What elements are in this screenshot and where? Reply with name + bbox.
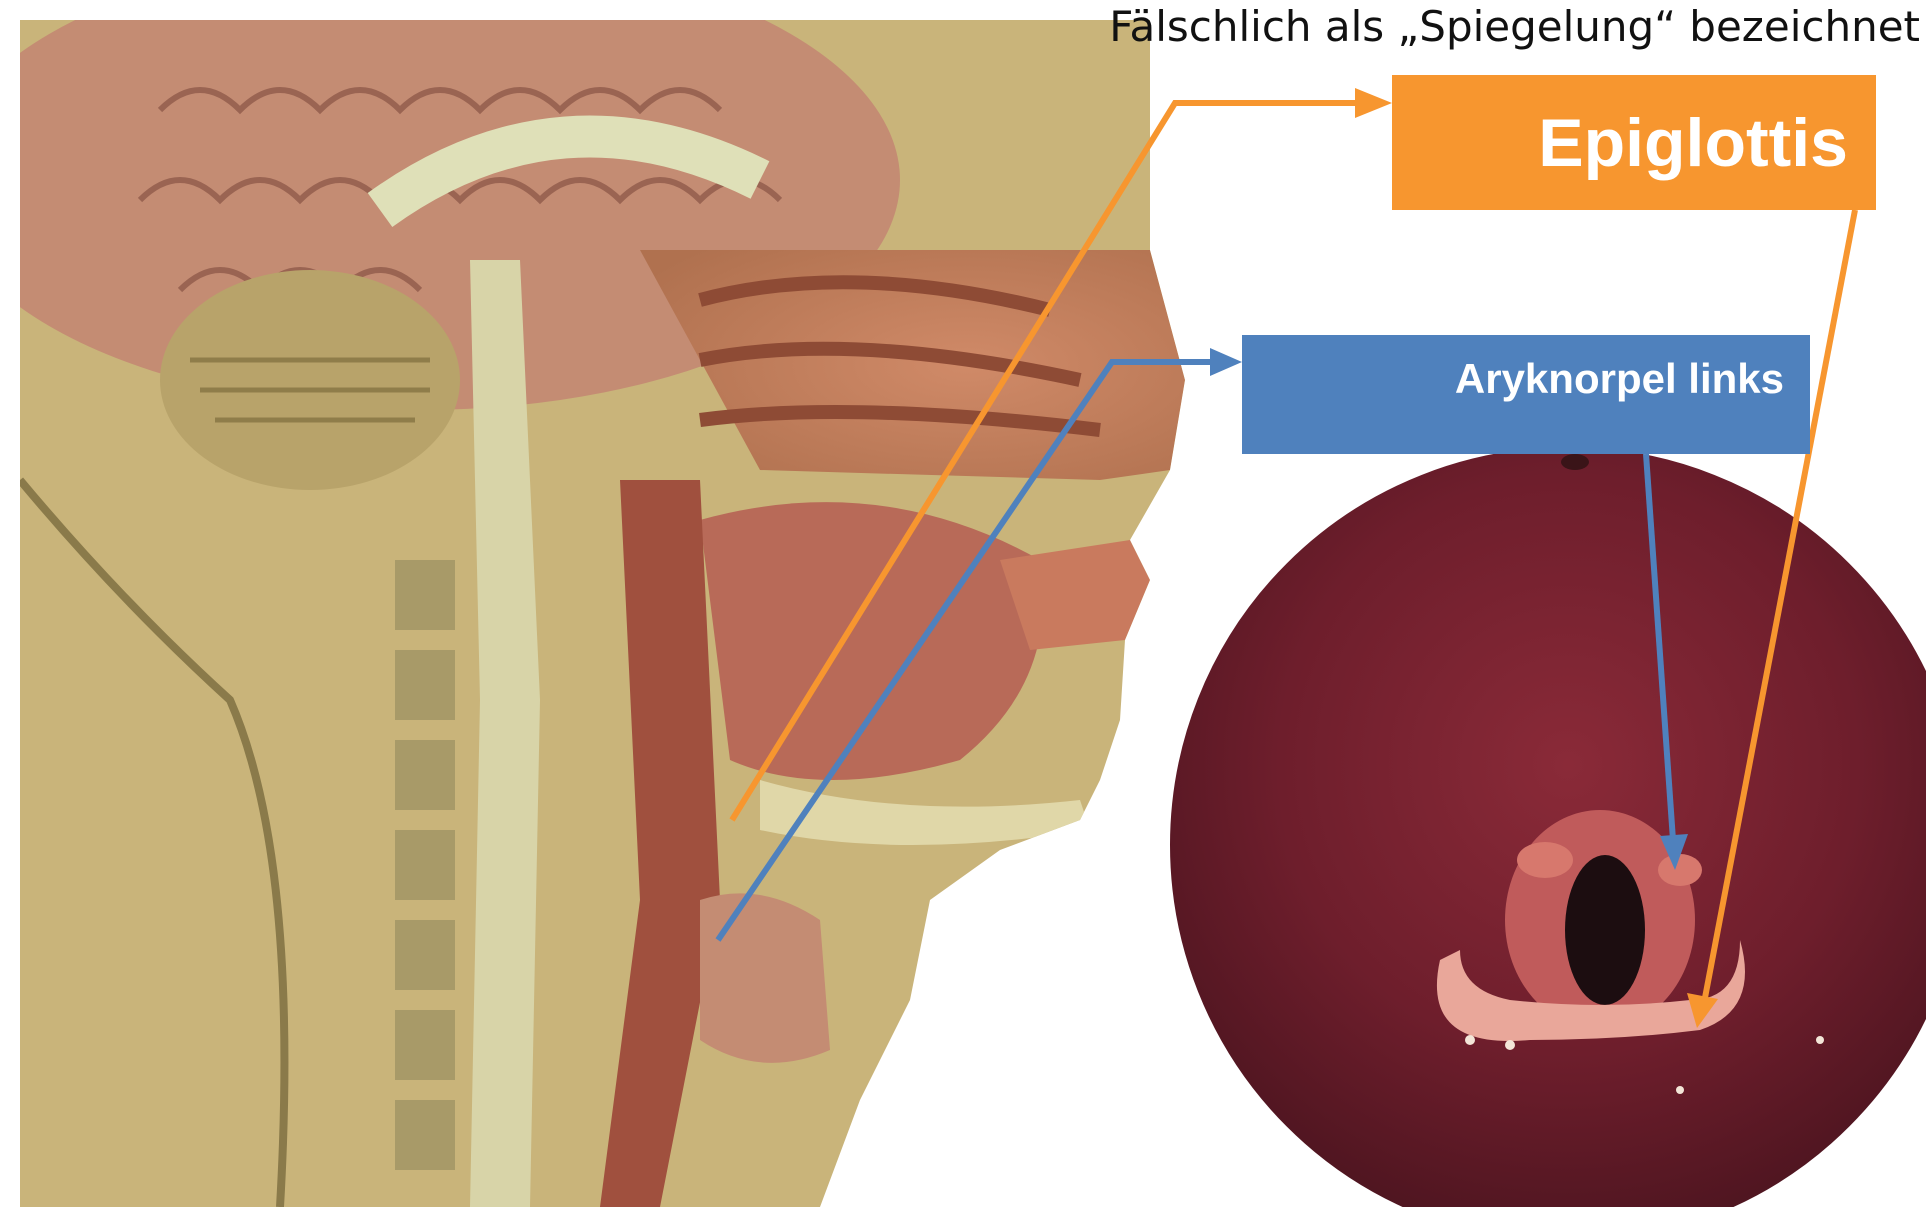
head-sagittal-section [0, 0, 1185, 1207]
aryknorpel-arrowhead-right [1210, 348, 1242, 376]
epiglottis-label: Epiglottis [1538, 104, 1848, 182]
cerebellum [160, 270, 460, 490]
glottis [1565, 855, 1645, 1005]
epiglottis-label-box: Epiglottis [1392, 75, 1876, 210]
vertebral-column [395, 560, 455, 1170]
aryknorpel-label: Aryknorpel links [1455, 355, 1784, 403]
larynx [700, 893, 830, 1063]
aryknorpel-label-box: Aryknorpel links [1242, 335, 1810, 454]
endoscopic-view [1168, 445, 1926, 1207]
caption: Fälschlich als „Spiegelung“ bezeichnet [1090, 2, 1920, 51]
epiglottis-arrowhead-right [1355, 88, 1392, 118]
